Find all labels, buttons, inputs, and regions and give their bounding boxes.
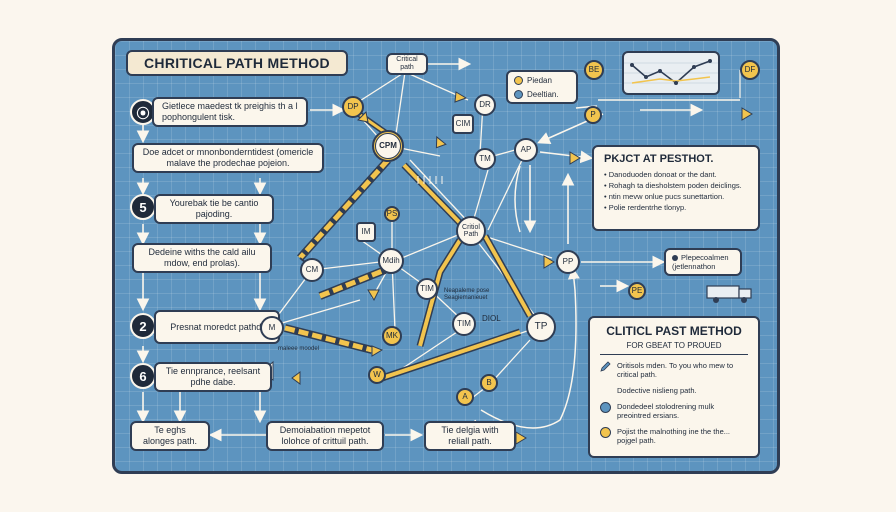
project-panel-title: PKJCT AT PESTHOT.: [604, 153, 714, 165]
bullet-icon: [672, 254, 678, 261]
project-panel-list: • Danoduoden donoat or the dant. • Rohag…: [604, 169, 748, 213]
method-item-1: Oritisols mden. To you who mew to critic…: [600, 361, 748, 379]
blue-dot-icon: [514, 89, 523, 99]
node-ap: AP: [514, 138, 538, 162]
project-bullet-1: • Danoduoden donoat or the dant.: [604, 170, 717, 179]
step-badge-5: 5: [130, 194, 156, 220]
white-arrows: [136, 57, 741, 442]
node-be: BE: [584, 60, 604, 80]
step-box-3: Yourebak tie be cantio pajoding.: [154, 194, 274, 224]
step-box-1: Gietlece maedest tk preighis th a l poph…: [152, 97, 308, 127]
mini-chart: [622, 51, 720, 95]
step-box-5: Presnat moredct pathd.: [154, 310, 280, 344]
method-item-4: Pojist the malnothing ine the the... poj…: [600, 427, 748, 445]
node-w: W: [368, 366, 386, 384]
method-list: Oritisols mden. To you who mew to critic…: [600, 361, 748, 445]
page-title: CHRITICAL PATH METHOD: [126, 50, 348, 76]
step-badge-2: 2: [130, 313, 156, 339]
node-p-top: P: [584, 106, 602, 124]
project-bullet-3: • ntin mevw onlue pucs sunettartion.: [604, 192, 725, 201]
method-item-2: Dodective nislieng path.: [617, 386, 697, 395]
critical-path-top-label: Critical path: [386, 53, 428, 75]
node-pe: PE: [628, 282, 646, 300]
node-b: B: [480, 374, 498, 392]
step-box-6: Tie ennprance, reelsant pdhe dabe.: [154, 362, 272, 392]
project-bullet-4: • Polie rerdentrhe tlonyp.: [604, 203, 687, 212]
legend-row-1: Piedan: [514, 75, 552, 86]
node-tp: TP: [526, 312, 556, 342]
blue-dot-icon: [600, 402, 611, 413]
pencil-icon: [600, 361, 611, 372]
scribble-1: DIOL: [482, 314, 501, 323]
method-panel-title: CLITICL PAST METHOD: [606, 324, 742, 338]
step-box-2: Doe adcet or mnonbonderntidest (omericle…: [132, 143, 324, 173]
node-mid: Mdih: [378, 248, 404, 274]
truck-icon: [706, 285, 752, 303]
node-dr: DR: [474, 94, 496, 116]
scribble-3: maleee moodel: [278, 346, 320, 352]
project-panel: PKJCT AT PESTHOT. • Danoduoden donoat or…: [592, 145, 760, 231]
yellow-dot-icon: [514, 75, 523, 85]
legend-row-2: Deeltian.: [514, 89, 559, 100]
info-row: Plepecoalmen: [672, 253, 729, 262]
node-tm-mid: TIM: [416, 278, 438, 300]
node-mk: MK: [382, 326, 402, 346]
node-cpm-inner: CPM: [375, 133, 401, 159]
node-cpm: CPM: [372, 130, 404, 162]
method-item-3: Dondedeel stolodrening mulk preointred e…: [600, 402, 748, 420]
mini-chart-graphic: [624, 59, 718, 85]
small-legend: Piedan Deeltian.: [506, 70, 578, 104]
tick-marks: [417, 176, 443, 184]
method-panel: CLITICL PAST METHOD FOR GBEAT TO PROUED …: [588, 316, 760, 458]
step-badge-6: 6: [130, 363, 156, 389]
node-tim2: TIM: [452, 312, 476, 336]
step-box-4: Dedeine withs the cald ailu mdow, end pr…: [132, 243, 272, 273]
yellow-dot-icon: [600, 427, 611, 438]
node-ps: PS: [384, 206, 400, 222]
node-cim: CIM: [452, 114, 474, 134]
node-critical-path-mid: Critiol Path: [456, 216, 486, 246]
method-panel-subtitle: FOR GBEAT TO PROUED: [600, 341, 748, 355]
node-tm-top: TM: [474, 148, 496, 170]
bottom-box-3: Tie delgia with reliall path.: [424, 421, 516, 451]
node-a: A: [456, 388, 474, 406]
bottom-box-2: Demoiabation mepetot lolohce of crittuil…: [266, 421, 384, 451]
node-df: DF: [740, 60, 760, 80]
scribble-2: Neapaleme pose Seagiemanieuet: [444, 288, 490, 301]
node-im: IM: [356, 222, 376, 242]
bottom-box-1: Te eghs alonges path.: [130, 421, 210, 451]
node-dp: DP: [342, 96, 364, 118]
project-bullet-2: • Rohagh ta diesholstem poden deiclings.: [604, 181, 742, 190]
info-box: Plepecoalmen (jetlennathon: [664, 248, 742, 276]
node-m: M: [260, 316, 284, 340]
node-pp: PP: [556, 250, 580, 274]
node-cm: CM: [300, 258, 324, 282]
